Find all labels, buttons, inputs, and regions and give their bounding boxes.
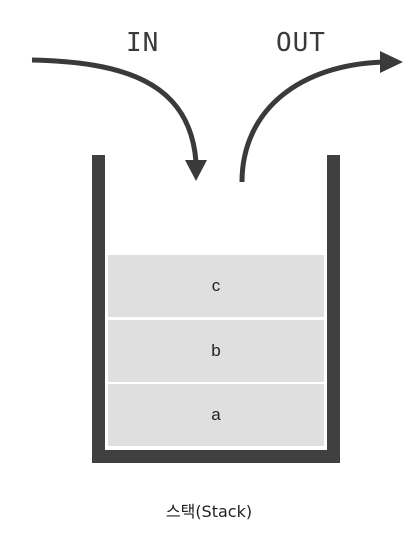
out-arrowhead-icon: [380, 51, 403, 73]
in-arrowhead-icon: [185, 160, 207, 181]
stack-item-b: b: [108, 320, 324, 382]
out-label: OUT: [276, 28, 326, 58]
out-arrow-curve: [239, 59, 386, 183]
diagram-caption: 스택(Stack): [165, 502, 253, 521]
in-label: IN: [126, 28, 160, 58]
stack-container: [92, 155, 340, 463]
stack-item-a: a: [108, 384, 324, 446]
stack-item-c: c: [108, 255, 324, 317]
in-arrow-curve: [31, 57, 199, 163]
